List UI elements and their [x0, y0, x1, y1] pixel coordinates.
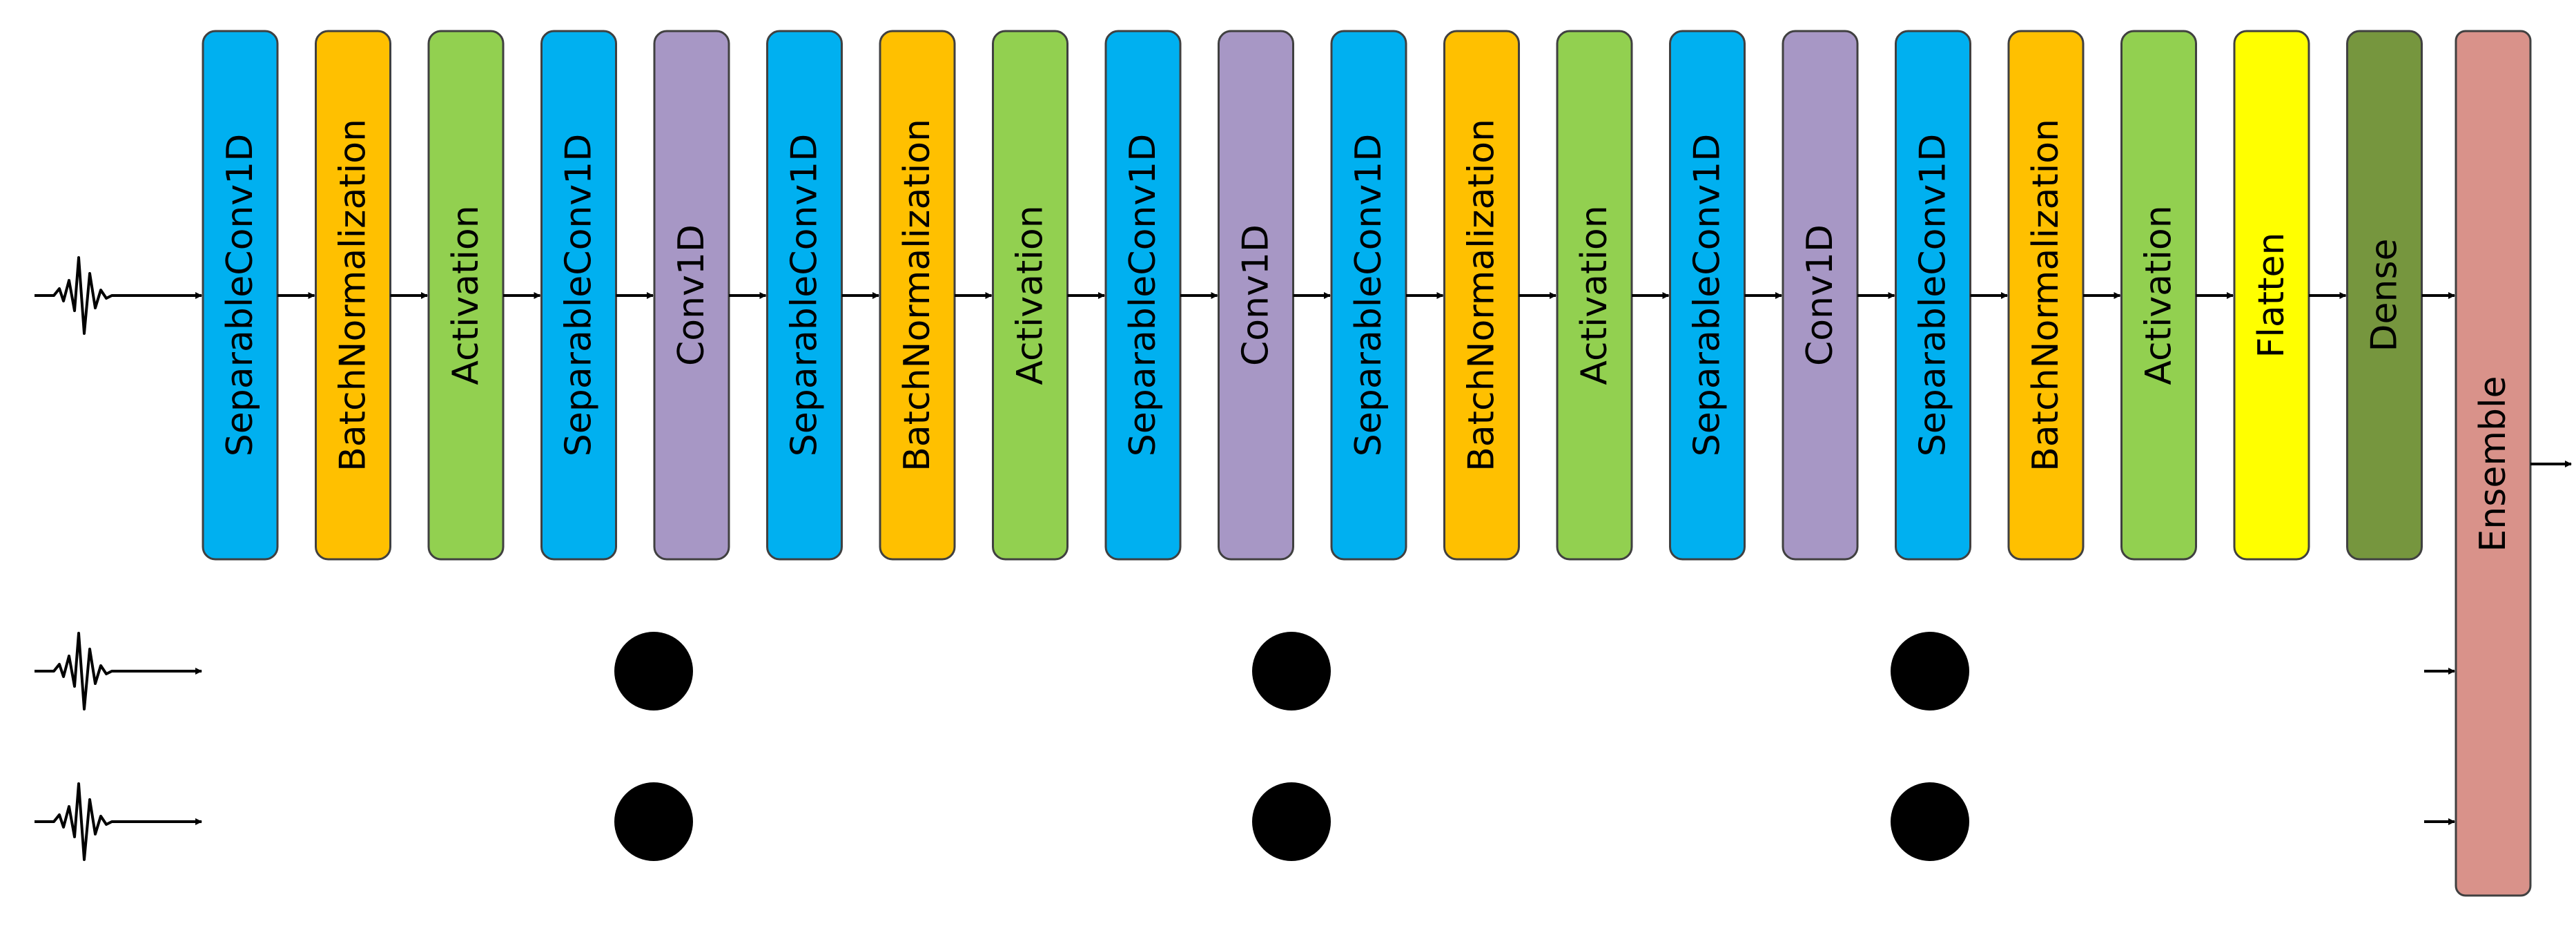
layer-label: Conv1D: [1799, 224, 1841, 366]
layer-label: SeparableConv1D: [784, 134, 826, 457]
layer-label: Activation: [1010, 205, 1051, 385]
layer-label: BatchNormalization: [1461, 119, 1503, 472]
layer-6: SeparableConv1D: [766, 30, 843, 561]
layer-18: Activation: [2120, 30, 2197, 561]
layer-2: BatchNormalization: [315, 30, 391, 561]
ellipsis-dots: [614, 632, 1969, 861]
layer-1: SeparableConv1D: [202, 30, 279, 561]
vertical-ellipsis-dot: [1252, 782, 1331, 861]
layer-label: SeparableConv1D: [1687, 134, 1728, 457]
seismic-waveform-icon: [35, 632, 119, 710]
input-waveforms: [35, 256, 119, 861]
layer-label: Conv1D: [671, 224, 712, 366]
layer-label: BatchNormalization: [2025, 119, 2067, 472]
layer-label: Activation: [2138, 205, 2180, 385]
layer-label: SeparableConv1D: [1348, 134, 1389, 457]
layer-label: Activation: [445, 205, 487, 385]
layer-8: Activation: [992, 30, 1069, 561]
vertical-ellipsis-dot: [614, 782, 693, 861]
connection-arrows: [117, 292, 2572, 825]
layer-4: SeparableConv1D: [540, 30, 617, 561]
layer-10: Conv1D: [1218, 30, 1294, 561]
layer-label: SeparableConv1D: [1122, 134, 1164, 457]
layer-16: SeparableConv1D: [1895, 30, 1971, 561]
layer-17: BatchNormalization: [2007, 30, 2085, 561]
layer-9: SeparableConv1D: [1104, 30, 1182, 561]
layer-label: Dense: [2364, 238, 2406, 351]
layer-label: Activation: [1574, 205, 1615, 385]
layer-7: BatchNormalization: [879, 30, 956, 561]
layer-label: Conv1D: [1236, 224, 1277, 366]
layer-label: SeparableConv1D: [558, 134, 600, 457]
layer-5: Conv1D: [653, 30, 730, 561]
layer-label: BatchNormalization: [897, 119, 938, 472]
layer-11: SeparableConv1D: [1330, 30, 1407, 561]
layer-13: Activation: [1556, 30, 1633, 561]
vertical-ellipsis-dot: [614, 632, 693, 710]
seismic-waveform-icon: [35, 782, 119, 861]
layer-14: SeparableConv1D: [1669, 30, 1746, 561]
layer-label: SeparableConv1D: [219, 134, 261, 457]
waveform-trace: [35, 632, 119, 710]
layer-19: Flatten: [2233, 30, 2310, 561]
layer-label: Flatten: [2251, 233, 2292, 358]
ensemble-layer-label: Ensemble: [2472, 376, 2514, 552]
layer-stack: SeparableConv1D BatchNormalization Activat…: [202, 30, 2423, 561]
layer-20: Dense: [2346, 30, 2423, 561]
waveform-trace: [35, 782, 119, 861]
vertical-ellipsis-dot: [1891, 782, 1969, 861]
vertical-ellipsis-dot: [1891, 632, 1969, 710]
waveform-trace: [35, 256, 119, 335]
layer-label: SeparableConv1D: [1913, 134, 1954, 457]
ensemble-block: Ensemble: [2455, 30, 2532, 897]
layer-label: BatchNormalization: [333, 119, 374, 472]
vertical-ellipsis-dot: [1252, 632, 1331, 710]
layer-15: Conv1D: [1782, 30, 1859, 561]
layer-3: Activation: [427, 30, 505, 561]
seismic-waveform-icon: [35, 256, 119, 335]
layer-12: BatchNormalization: [1443, 30, 1520, 561]
